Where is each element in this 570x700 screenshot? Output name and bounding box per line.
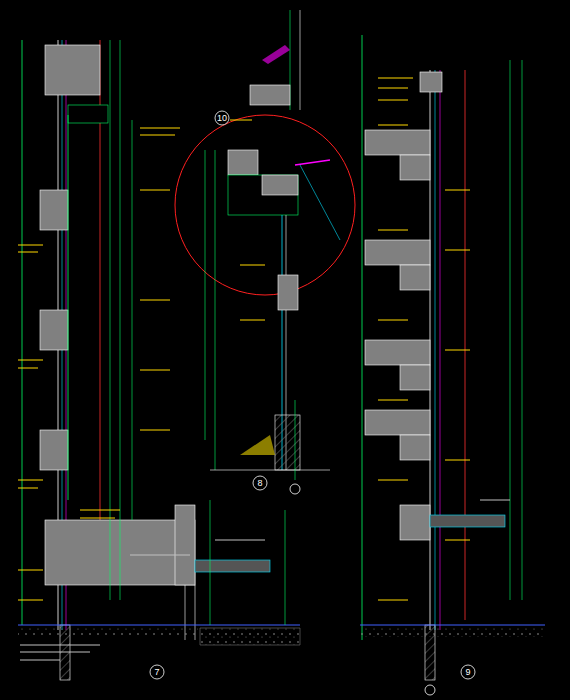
callout-circles xyxy=(150,111,475,695)
callout-number: 10 xyxy=(217,114,227,123)
right-section xyxy=(360,35,545,680)
callout-number: 8 xyxy=(257,479,262,488)
left-section xyxy=(18,40,300,680)
level-tags xyxy=(18,78,510,660)
middle-detail xyxy=(175,10,355,480)
callout-number: 7 xyxy=(154,668,159,677)
callout-number: 9 xyxy=(465,668,470,677)
